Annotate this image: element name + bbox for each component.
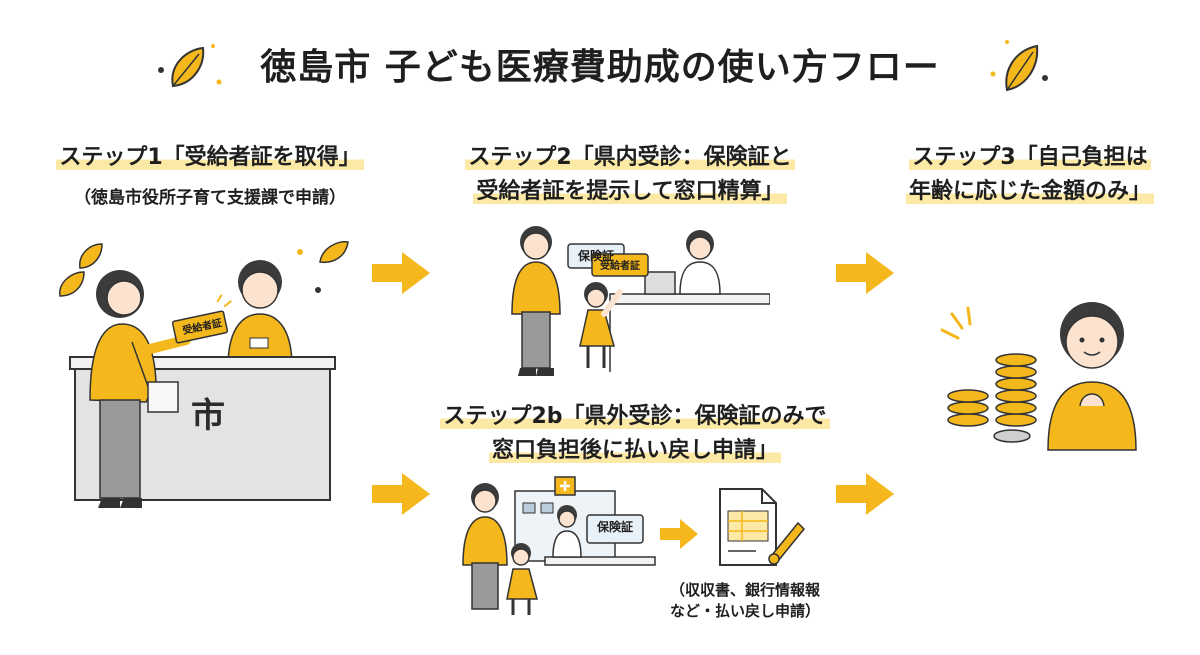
arrow-right-icon bbox=[660, 519, 698, 549]
step2b-heading: ステップ2b「県外受診：保険証のみで 窓口負担後に払い戻し申請」 bbox=[410, 400, 860, 468]
coins-child-illustration bbox=[940, 302, 1137, 451]
note-line1: （収収書、銀行情報報 bbox=[669, 581, 820, 599]
leaf-icon bbox=[158, 44, 222, 88]
insurance-card-label: 保険証 bbox=[577, 249, 614, 263]
step2-line1: ステップ2「県内受診：保険証と bbox=[465, 145, 795, 170]
refund-note: （収収書、銀行情報報 など・払い戻し申請） bbox=[640, 580, 850, 622]
page-title: 徳島市 子ども医療費助成の使い方フロー bbox=[0, 38, 1200, 90]
arrow-right-icon bbox=[372, 252, 430, 294]
step3-line1: ステップ3「自己負担は bbox=[909, 145, 1151, 170]
step1-sub: （徳島市役所子育て支援課で申請） bbox=[74, 188, 346, 208]
recipient-card-small-label: 受給者証 bbox=[600, 261, 640, 272]
arrow-right-icon bbox=[372, 473, 430, 515]
step2b-line1: ステップ2b「県外受診：保険証のみで bbox=[440, 404, 830, 429]
clinic-reception-illustration bbox=[511, 226, 770, 376]
step1-heading: ステップ1「受給者証を取得」 bbox=[20, 141, 400, 175]
title-text: 徳島市 子ども医療費助成の使い方フロー bbox=[260, 47, 940, 88]
arrow-right-icon bbox=[836, 252, 894, 294]
counter-sign: 市 bbox=[191, 396, 225, 436]
step2b-line2: 窓口負担後に払い戻し申請」 bbox=[488, 438, 781, 463]
document-pen-icon bbox=[719, 488, 806, 566]
arrow-right-icon bbox=[836, 473, 894, 515]
step1-label: ステップ1「受給者証を取得」 bbox=[56, 145, 364, 170]
note-line2: など・払い戻し申請） bbox=[669, 602, 820, 620]
step3-heading: ステップ3「自己負担は 年齢に応じた金額のみ」 bbox=[860, 141, 1200, 209]
leaf-icon bbox=[990, 40, 1048, 92]
cityhall-counter-illustration bbox=[59, 240, 349, 508]
insurance-card-2b-label: 保険証 bbox=[596, 520, 633, 534]
step2-line2: 受給者証を提示して窓口精算」 bbox=[473, 179, 787, 204]
step3-line2: 年齢に応じた金額のみ」 bbox=[905, 179, 1154, 204]
step2-heading: ステップ2「県内受診：保険証と 受給者証を提示して窓口精算」 bbox=[420, 141, 840, 209]
hospital-illustration bbox=[462, 476, 656, 615]
